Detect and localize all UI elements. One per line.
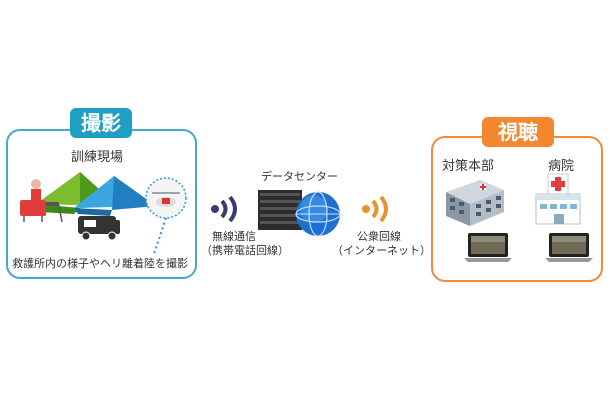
hq-building-icon — [446, 180, 504, 226]
wireless-signal-icon — [211, 195, 237, 223]
hq-laptop-icon — [464, 233, 512, 262]
hq-label: 対策本部 — [442, 159, 495, 174]
wireless-label-line1: 無線通信 — [212, 230, 256, 243]
training-site-label: 訓練現場 — [71, 150, 124, 165]
public-line-label: 公衆回線 （インターネット） — [332, 230, 431, 258]
wireless-label: 無線通信 （携帯電話回線） — [201, 230, 289, 258]
datacenter-icon — [258, 190, 341, 237]
medical-equipment-icon — [20, 179, 63, 223]
shooting-caption: 救護所内の様子やヘリ離着陸を撮影 — [12, 257, 188, 270]
datacenter-label: データセンター — [261, 170, 338, 183]
helicopter-icon — [145, 177, 187, 219]
viewing-tag: 視聴 — [482, 117, 554, 147]
globe-icon — [295, 191, 341, 237]
public-line-label-line1: 公衆回線 — [357, 230, 401, 243]
wireless-label-line2: （携帯電話回線） — [201, 244, 289, 257]
shooting-tag: 撮影 — [70, 108, 132, 138]
server-rack-icon — [258, 190, 302, 230]
hospital-label: 病院 — [548, 159, 575, 174]
hospital-icon — [535, 173, 581, 225]
public-network-signal-icon — [362, 195, 388, 223]
van-icon — [78, 216, 120, 241]
blue-tent-icon — [74, 176, 156, 216]
public-line-label-line2: （インターネット） — [332, 244, 431, 257]
hospital-laptop-icon — [545, 233, 593, 262]
dotted-connector — [153, 217, 167, 255]
training-site-illustration — [20, 172, 187, 255]
